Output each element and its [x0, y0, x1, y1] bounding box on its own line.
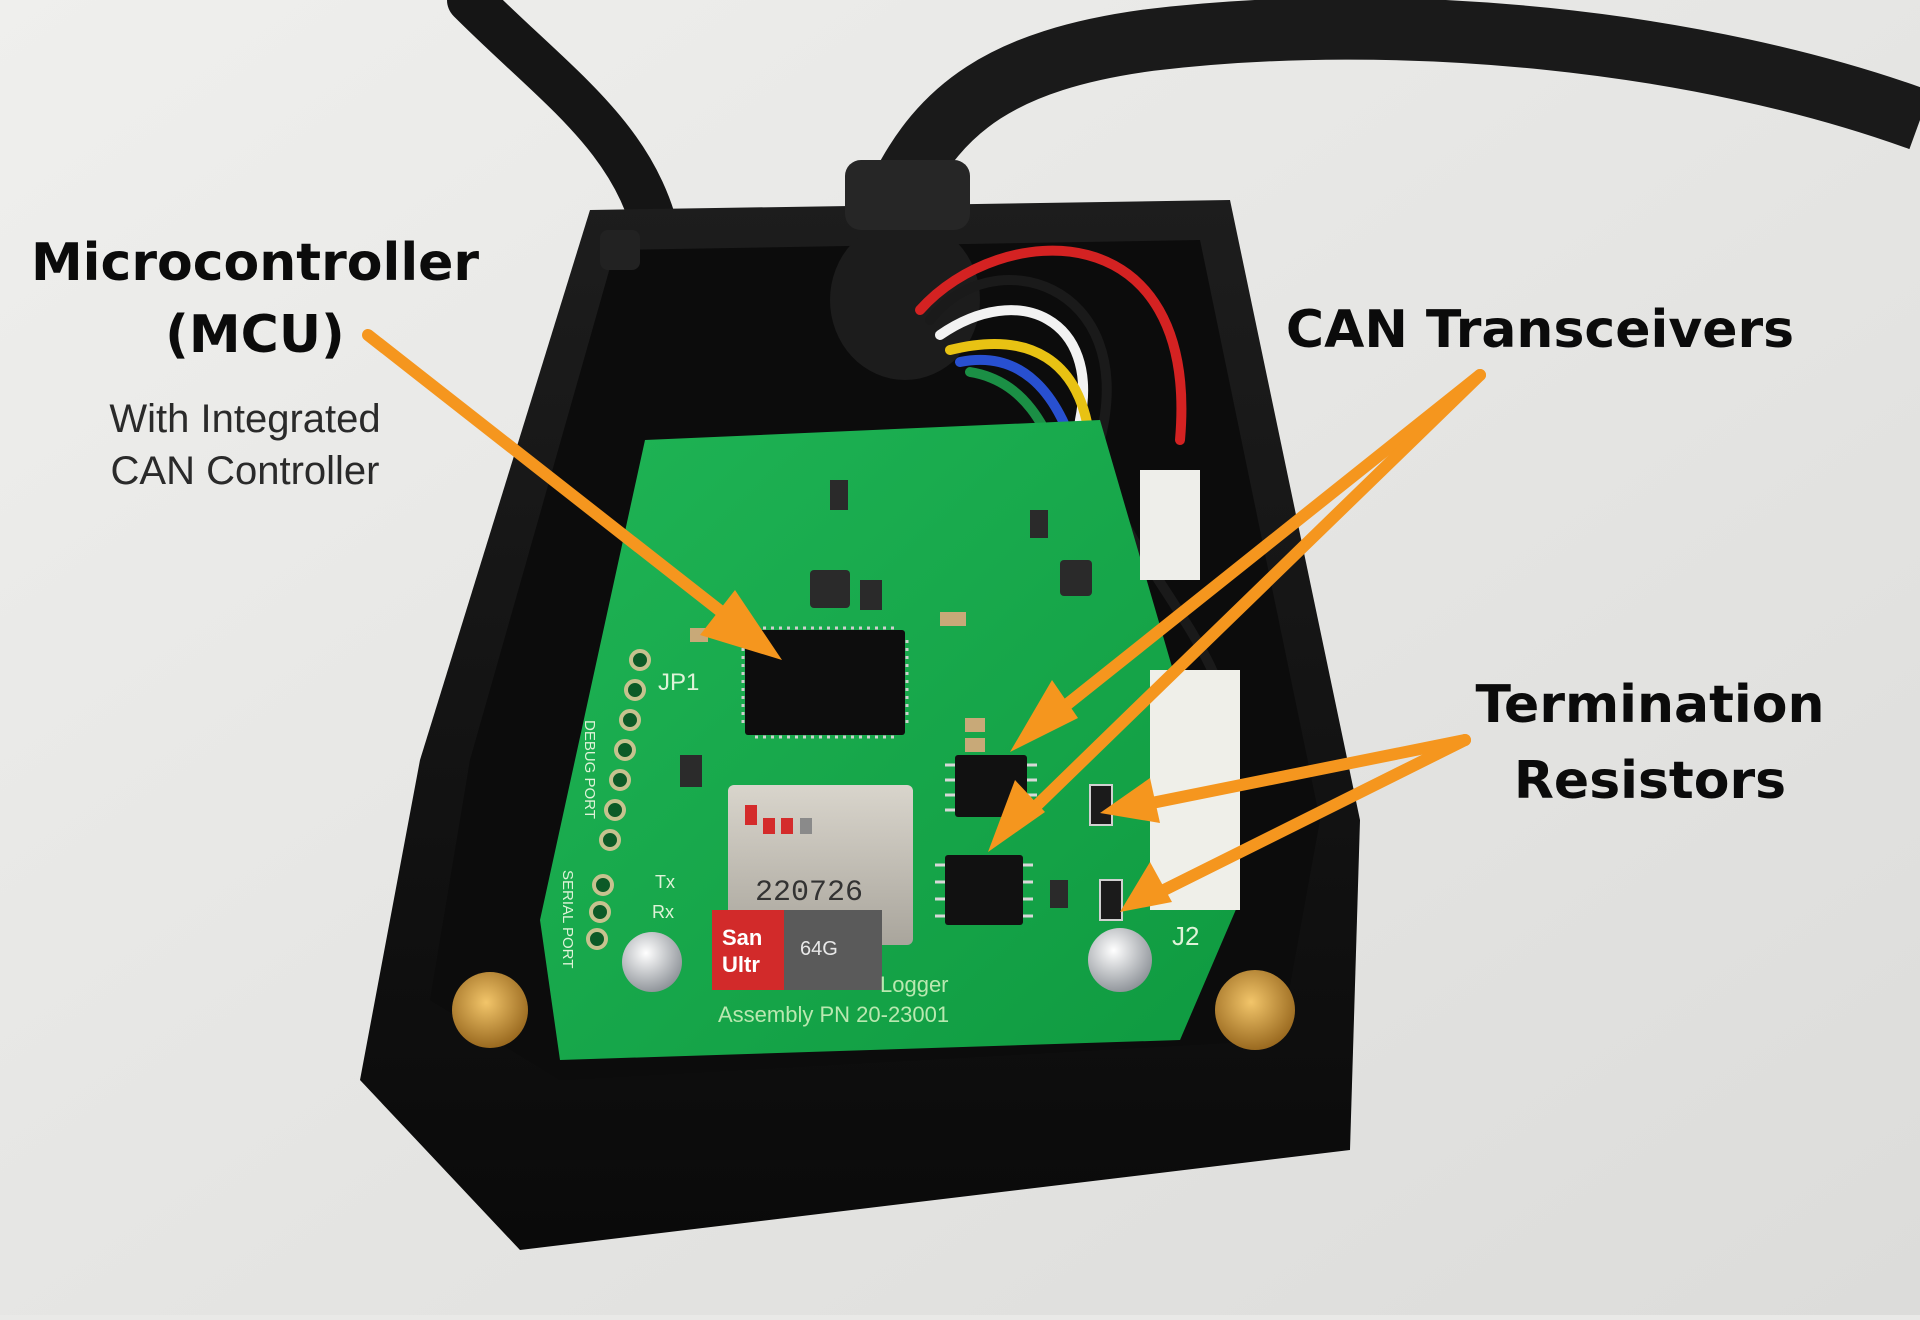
rx-label: Rx	[652, 902, 674, 922]
termination-title-line2: Resistors	[1513, 751, 1787, 811]
j2-label: J2	[1172, 921, 1199, 951]
jp1-label: JP1	[658, 669, 699, 696]
arrow-heads	[700, 590, 1172, 912]
serial-port-label: SERIAL PORT	[559, 870, 576, 968]
mcu-title-line1: Microcontroller	[30, 233, 480, 293]
tx-label: Tx	[655, 872, 675, 892]
cable-gland	[830, 220, 980, 380]
passive-components	[680, 480, 1092, 908]
debug-port-label: DEBUG PORT	[581, 720, 598, 819]
term-arrow-1	[1136, 734, 1471, 811]
brass-insert-right	[1215, 970, 1295, 1050]
mcu-arrow	[362, 329, 748, 634]
board-name-fragment: Logger	[880, 972, 949, 997]
annotation-arrows	[362, 329, 1486, 898]
term-arrow-2	[1154, 734, 1471, 898]
sd-brand-1: San	[722, 925, 762, 950]
can-arrow-1	[1044, 369, 1486, 724]
mcu-chip	[741, 626, 909, 739]
capacitors	[690, 612, 985, 752]
gland-nut	[845, 160, 970, 230]
serial-port-pins	[586, 874, 614, 950]
debug-port-pins	[599, 649, 651, 851]
termination-title-line1: Termination	[1475, 675, 1825, 735]
pcb-screw-left	[622, 932, 682, 992]
can-transceiver-2	[935, 855, 1033, 925]
mcu-title-line2: (MCU)	[165, 305, 345, 365]
mcu-subtitle-line2: CAN Controller	[110, 449, 380, 493]
can-transceivers-title: CAN Transceivers	[1285, 300, 1795, 360]
enclosure-corner	[600, 230, 640, 270]
can-cable	[872, 0, 1920, 205]
pcb-screw-right	[1088, 928, 1152, 992]
can-arrow-2	[1024, 369, 1486, 818]
sd-capacity: 64G	[800, 938, 838, 960]
brass-insert-left	[452, 972, 528, 1048]
termination-resistor-1	[1089, 784, 1113, 826]
sd-card-slot: 220726	[728, 785, 913, 945]
sd-card: San Ultr 64G	[712, 910, 882, 990]
sd-brand-2: Ultr	[722, 952, 760, 977]
j2-connector-top	[1140, 470, 1200, 580]
termination-resistor-2	[1099, 879, 1123, 921]
assembly-pn: Assembly PN 20-23001	[718, 1002, 949, 1027]
sd-code: 220726	[755, 876, 863, 910]
mcu-subtitle-line1: With Integrated	[109, 397, 381, 441]
